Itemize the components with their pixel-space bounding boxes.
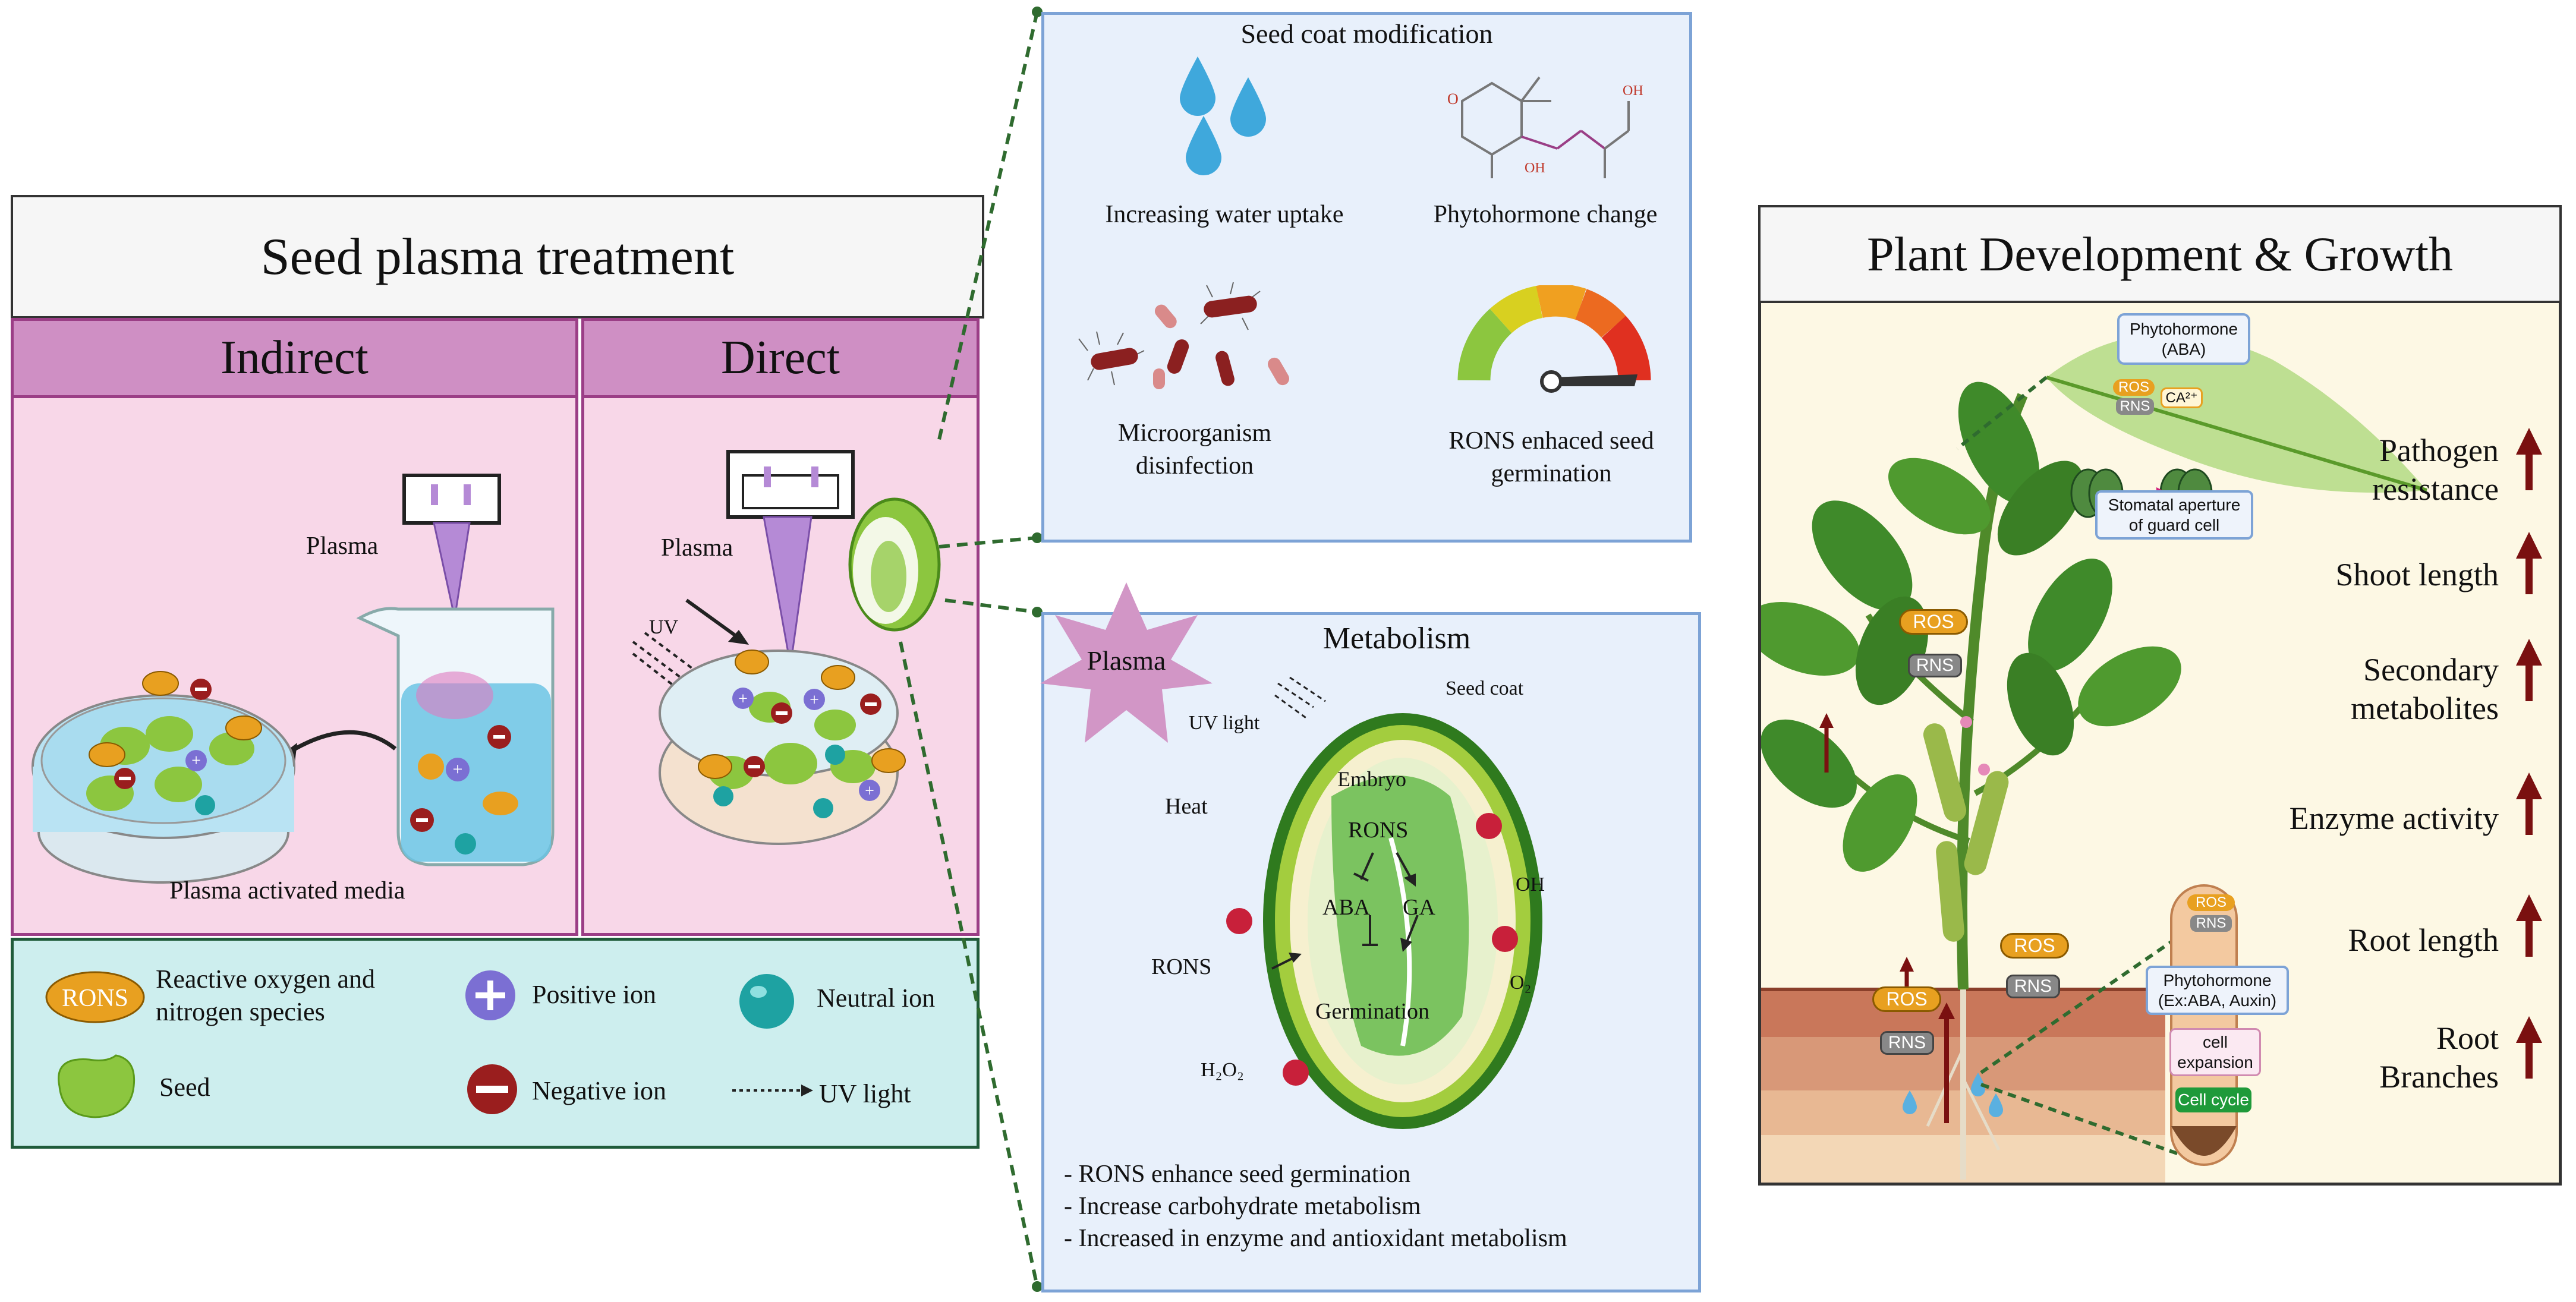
svg-text:+: + <box>453 759 463 779</box>
h2o2-label: H₂O₂ <box>1201 1059 1244 1081</box>
right-item-root-branches: Root Branches <box>2379 1019 2499 1096</box>
root-ros-badge: ROS <box>2187 894 2235 911</box>
svg-text:+: + <box>191 752 201 770</box>
phytohormone-change-label: Phytohormone change <box>1433 201 1658 228</box>
direct-header: Direct <box>581 318 980 398</box>
right-title: Plant Development & Growth <box>1866 226 2454 281</box>
right-item-pathogen-line1: Pathogen <box>2379 433 2499 468</box>
right-item-root-branches-line1: Root <box>2436 1020 2499 1056</box>
legend-rons-text: Reactive oxygen and nitrogen species <box>156 964 375 1026</box>
plasma-label-indirect: Plasma <box>306 532 379 560</box>
rons-germination-label: RONS enhaced seed germination <box>1448 427 1654 487</box>
indirect-header: Indirect <box>11 318 578 398</box>
uv-light-metabolism: UV light <box>1189 712 1260 734</box>
metabolism-bullets: - RONS enhance seed germination - Increa… <box>1064 1159 1567 1254</box>
bullet-1: - RONS enhance seed germination <box>1064 1161 1411 1188</box>
plant-rns-1: RNS <box>1908 654 1962 677</box>
right-item-shoot-line1: Shoot length <box>2335 557 2499 592</box>
right-title-box: Plant Development & Growth <box>1758 205 2562 303</box>
direct-header-label: Direct <box>721 332 840 384</box>
chem-oh-2: OH <box>1525 160 1545 176</box>
root-phytohormone-box: Phytohormone (Ex:ABA, Auxin) <box>2146 966 2289 1016</box>
plasma-activated-media-label: Plasma activated media <box>169 877 405 904</box>
plasma-star-label: Plasma <box>1087 645 1166 676</box>
right-item-root-length: Root length <box>2348 921 2499 960</box>
bullet-2: - Increase carbohydrate metabolism <box>1064 1192 1421 1220</box>
stomatal-label: Stomatal aperture of guard cell <box>2095 490 2253 540</box>
right-up-arrows <box>2516 428 2542 1079</box>
leaf-ros-badge: ROS <box>2113 379 2155 396</box>
legend-neutral-ion: Neutral ion <box>817 983 936 1013</box>
legend-rons-badge: RONS <box>45 971 145 1023</box>
right-item-enzyme: Enzyme activity <box>2290 799 2499 838</box>
right-item-pathogen-line2: resistance <box>2372 471 2499 507</box>
legend-negative-ion: Negative ion <box>532 1076 667 1105</box>
connector-lines <box>899 7 1043 1292</box>
leaf-ca-badge: CA²⁺ <box>2161 387 2203 408</box>
right-item-shoot: Shoot length <box>2335 556 2499 594</box>
chem-o: O <box>1447 90 1459 108</box>
microorganism-label: Microorganism disinfection <box>1117 420 1272 480</box>
legend-negative-ion-icon <box>467 1064 517 1114</box>
seed-cross-section <box>1226 676 1542 1129</box>
leaf-phytohormone-box: Phytohormone (ABA) <box>2117 313 2250 365</box>
rons-side-label: RONS <box>1151 954 1212 979</box>
water-drops-icon <box>1180 56 1266 175</box>
right-item-enzyme-line1: Enzyme activity <box>2289 800 2499 836</box>
legend-uv-arrow-icon <box>732 1085 813 1096</box>
heat-label: Heat <box>1165 794 1208 819</box>
right-item-secondary: Secondary metabolites <box>2351 651 2499 728</box>
right-item-secondary-line1: Secondary <box>2363 652 2499 688</box>
aba-molecule-icon: O OH OH <box>1447 76 1643 178</box>
plasma-label-direct: Plasma <box>661 534 733 562</box>
indirect-header-label: Indirect <box>221 332 369 384</box>
plant-ros-3: ROS <box>1872 986 1941 1012</box>
seed-coat-panel <box>1041 12 1692 543</box>
ga-label: GA <box>1403 895 1435 920</box>
aba-label: ABA <box>1322 895 1371 920</box>
water-uptake-label: Increasing water uptake <box>1105 201 1344 228</box>
leaf-rns-badge: RNS <box>2116 398 2154 415</box>
metabolism-title: Metabolism <box>1322 622 1471 655</box>
right-item-pathogen: Pathogen resistance <box>2372 431 2499 509</box>
plant-ros-1: ROS <box>1899 609 1968 635</box>
oh-label: OH <box>1516 874 1545 896</box>
left-title-box: Seed plasma treatment <box>11 195 984 319</box>
seed-coat-label: Seed coat <box>1446 677 1524 699</box>
svg-text:+: + <box>865 782 874 800</box>
legend-positive-ion-icon <box>465 970 515 1020</box>
rons-center-label: RONS <box>1348 818 1409 843</box>
root-rns-badge: RNS <box>2190 915 2232 932</box>
right-item-secondary-line2: metabolites <box>2351 690 2499 726</box>
direct-illustration: + + + <box>632 450 941 845</box>
plant-rns-2: RNS <box>2006 975 2060 998</box>
germination-gauge-icon <box>1457 285 1651 393</box>
indirect-illustration: + + <box>32 474 555 884</box>
germination-label: Germination <box>1315 999 1430 1024</box>
legend-uv-light: UV light <box>819 1079 911 1108</box>
seed-coat-title: Seed coat modification <box>1240 18 1493 49</box>
root-cell-cycle: Cell cycle <box>2175 1087 2251 1112</box>
microorganism-icon <box>1078 282 1289 389</box>
embryo-label: Embryo <box>1337 767 1406 791</box>
legend-neutral-ion-icon <box>739 974 794 1029</box>
legend-rons-badge-text: RONS <box>62 985 128 1012</box>
svg-text:+: + <box>738 690 748 708</box>
uv-label: UV <box>649 616 679 638</box>
plant-rns-3: RNS <box>1880 1031 1934 1055</box>
right-item-root-length-line1: Root length <box>2348 922 2499 958</box>
plant-ros-2: ROS <box>2000 933 2069 959</box>
legend-seed-icon <box>58 1054 136 1118</box>
root-cell-expansion: cell expansion <box>2169 1028 2261 1077</box>
svg-text:+: + <box>810 691 819 710</box>
bullet-3: - Increased in enzyme and antioxidant me… <box>1064 1224 1567 1252</box>
legend-seed: Seed <box>159 1073 210 1102</box>
chem-oh: OH <box>1623 83 1643 99</box>
right-item-root-branches-line2: Branches <box>2379 1058 2499 1095</box>
left-title: Seed plasma treatment <box>260 228 735 286</box>
legend-positive-ion: Positive ion <box>532 980 657 1009</box>
plasma-star-icon <box>1040 582 1213 743</box>
o2-label: O₂ <box>1510 972 1532 994</box>
